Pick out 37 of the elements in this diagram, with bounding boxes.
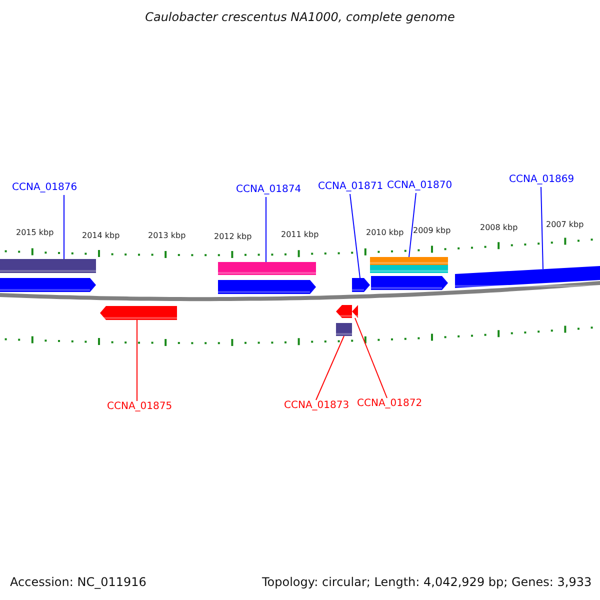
- gene-label: CCNA_01876: [12, 182, 78, 195]
- gene-label: CCNA_01873: [284, 400, 350, 413]
- scale-label: 2008 kbp: [480, 223, 518, 233]
- scale-label: 2007 kbp: [546, 220, 584, 230]
- gene-feature: [0, 278, 96, 292]
- leader-line: [316, 336, 344, 400]
- gene-label: CCNA_01872: [357, 398, 422, 411]
- gene-label: CCNA_01874: [236, 184, 302, 197]
- scale-label: 2014 kbp: [82, 231, 120, 241]
- footer-text: Topology: circular; Length: 4,042,929 bp; Genes: 3,933: [262, 575, 592, 589]
- footer-text: Accession: NC_011916: [10, 575, 146, 589]
- gene-label: CCNA_01875: [107, 401, 172, 414]
- gene-feature: [100, 306, 177, 320]
- scale-label: 2009 kbp: [413, 226, 451, 236]
- leader-line: [540, 186, 544, 270]
- scale-label: 2015 kbp: [16, 228, 54, 238]
- scale-label: 2012 kbp: [214, 232, 252, 242]
- leader-line: [408, 192, 416, 258]
- gene-feature: [455, 266, 600, 288]
- gene-label: CCNA_01869: [509, 174, 574, 187]
- feature-bar: [0, 259, 96, 273]
- leader-line: [136, 320, 138, 402]
- leader-line: [354, 318, 388, 398]
- scale-label: 2011 kbp: [281, 230, 319, 240]
- feature-bar: [370, 265, 448, 273]
- gene-feature: [218, 280, 316, 294]
- leader-line: [350, 194, 360, 278]
- gene-label: CCNA_01870: [387, 180, 452, 193]
- diagram-title: Caulobacter crescentus NA1000, complete genome: [145, 10, 455, 24]
- gene-label: CCNA_01871: [318, 181, 384, 194]
- feature-bar: [370, 257, 448, 265]
- gene-feature: [352, 278, 370, 292]
- gene-feature: [352, 305, 358, 318]
- scale-label: 2010 kbp: [366, 228, 404, 238]
- scale-label: 2013 kbp: [148, 231, 186, 241]
- feature-box: [336, 323, 352, 336]
- feature-bar: [218, 262, 316, 275]
